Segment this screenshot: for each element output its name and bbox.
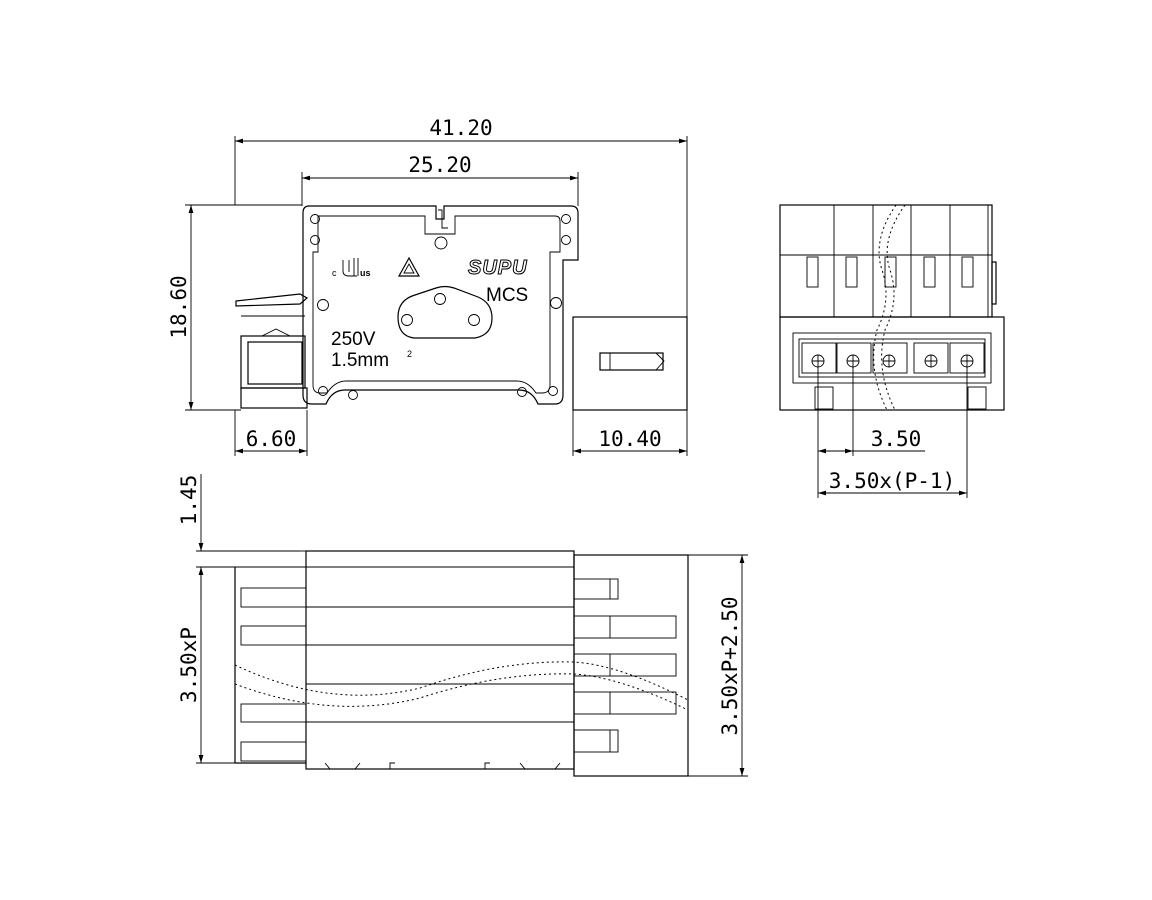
dim-side-width: 3.50xP [177, 567, 235, 764]
side-view-plug-pins [573, 578, 677, 753]
dim-side-width-label: 3.50xP [177, 627, 201, 703]
wire-size-exponent: 2 [407, 349, 412, 359]
wire-size-mark: 1.5mm [331, 350, 389, 371]
right-plug [572, 316, 688, 411]
dim-right-plug-label: 10.40 [598, 427, 661, 451]
dim-right-plug: 10.40 [572, 410, 688, 456]
dim-height-label: 18.60 [167, 275, 191, 338]
dim-pitch: 3.50 [817, 367, 968, 498]
label-plate: c us SUPU MCS 250V 1.5mm 2 [302, 205, 579, 405]
front-view: c us SUPU MCS 250V 1.5mm 2 [235, 205, 688, 411]
left-latch-tab [235, 293, 309, 409]
dim-side-width-total: 3.50xP+2.50 [688, 554, 748, 777]
dim-pitch-span-label: 3.50x(P-1) [829, 469, 955, 493]
end-view-terminals [801, 342, 985, 374]
dim-pitch-span: 3.50x(P-1) [818, 469, 967, 496]
dim-total-width: 41.20 [234, 116, 688, 317]
dim-left-tab: 6.60 [234, 410, 308, 456]
end-view-slots [806, 256, 974, 288]
ul-cert-mark: c us [332, 258, 371, 278]
side-view [234, 550, 689, 777]
triangle-cert-icon [397, 256, 421, 277]
dim-pitch-label: 3.50 [871, 427, 922, 451]
dim-offset: 1.45 [177, 474, 300, 600]
dim-offset-label: 1.45 [177, 475, 201, 526]
brand-logo: SUPU [468, 257, 528, 279]
dim-left-tab-label: 6.60 [246, 427, 297, 451]
voltage-mark: 250V [331, 329, 376, 350]
end-view [779, 204, 1005, 411]
dim-side-width-total-label: 3.50xP+2.50 [718, 596, 742, 735]
dim-body-width: 25.20 [301, 153, 579, 206]
dim-height: 18.60 [167, 204, 302, 411]
dim-total-width-label: 41.20 [429, 116, 492, 140]
dim-body-width-label: 25.20 [408, 153, 471, 177]
cert-us-label: us [360, 268, 371, 278]
cert-c-label: c [332, 268, 337, 278]
series-mark: MCS [486, 285, 528, 306]
side-view-left-tabs [240, 587, 307, 762]
